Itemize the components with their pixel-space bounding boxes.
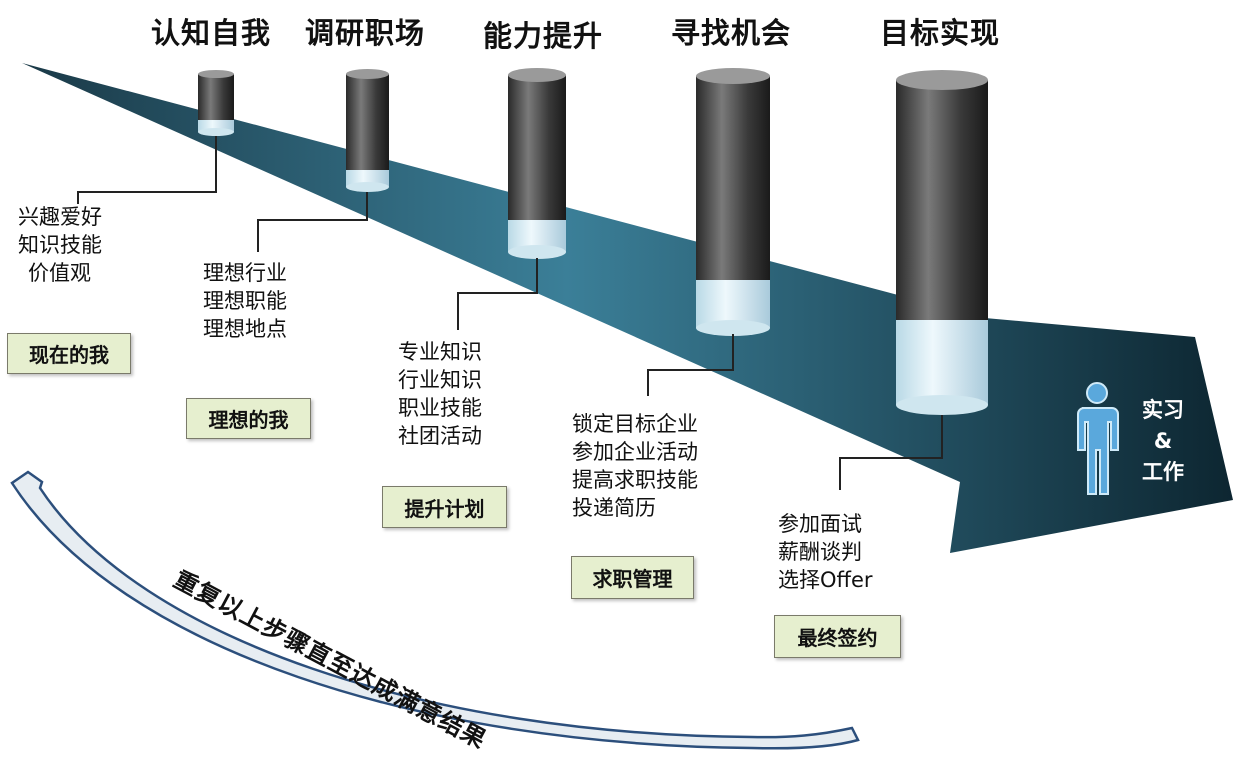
cylinder-2 bbox=[346, 69, 389, 192]
detail-item: 专业知识 bbox=[398, 340, 482, 364]
stage-3-details: 专业知识 行业知识 职业技能 社团活动 bbox=[398, 338, 482, 450]
detail-item: 选择Offer bbox=[778, 568, 873, 592]
tag-current-self: 现在的我 bbox=[7, 333, 131, 374]
detail-item: 参加企业活动 bbox=[572, 440, 698, 464]
cylinder-1 bbox=[198, 70, 234, 136]
detail-item: 理想职能 bbox=[203, 289, 287, 313]
stage-title-4: 寻找机会 bbox=[671, 16, 792, 50]
connector-lines bbox=[77, 136, 943, 490]
stage-1-details: 兴趣爱好 知识技能 价值观 bbox=[18, 203, 102, 287]
stage-title-3: 能力提升 bbox=[483, 19, 604, 53]
goal-line-2: & bbox=[1153, 429, 1173, 453]
stage-4-details: 锁定目标企业 参加企业活动 提高求职技能 投递简历 bbox=[572, 410, 698, 522]
detail-item: 行业知识 bbox=[398, 368, 482, 392]
detail-item: 社团活动 bbox=[398, 424, 482, 448]
detail-item: 薪酬谈判 bbox=[778, 540, 862, 564]
tag-job-search-management: 求职管理 bbox=[571, 556, 694, 599]
cylinder-3 bbox=[508, 68, 566, 259]
person-icon bbox=[1077, 382, 1119, 495]
tag-final-signing: 最终签约 bbox=[774, 615, 901, 658]
detail-item: 提高求职技能 bbox=[572, 468, 698, 492]
stage-title-5: 目标实现 bbox=[880, 16, 1001, 50]
detail-item: 职业技能 bbox=[398, 396, 482, 420]
detail-item: 理想地点 bbox=[203, 317, 287, 341]
detail-item: 知识技能 bbox=[18, 233, 102, 257]
detail-item: 理想行业 bbox=[203, 261, 287, 285]
goal-label: 实习 & 工作 bbox=[1133, 395, 1193, 488]
detail-item: 投递简历 bbox=[572, 496, 656, 520]
stage-2-details: 理想行业 理想职能 理想地点 bbox=[203, 259, 287, 343]
progress-arrow bbox=[22, 63, 1233, 553]
goal-line-3: 工作 bbox=[1142, 460, 1184, 484]
cylinder-4 bbox=[696, 68, 770, 336]
cylinder-5 bbox=[896, 70, 988, 415]
detail-item: 参加面试 bbox=[778, 512, 862, 536]
stage-title-1: 认知自我 bbox=[151, 16, 272, 50]
tag-improvement-plan: 提升计划 bbox=[382, 486, 507, 528]
tag-ideal-self: 理想的我 bbox=[186, 398, 311, 439]
detail-item: 兴趣爱好 bbox=[18, 205, 102, 229]
repeat-loop-arrow bbox=[10, 470, 860, 750]
stage-5-details: 参加面试 薪酬谈判 选择Offer bbox=[778, 510, 873, 594]
stage-title-2: 调研职场 bbox=[305, 16, 426, 50]
detail-item: 价值观 bbox=[28, 261, 91, 285]
detail-item: 锁定目标企业 bbox=[572, 412, 698, 436]
goal-line-1: 实习 bbox=[1142, 398, 1184, 422]
